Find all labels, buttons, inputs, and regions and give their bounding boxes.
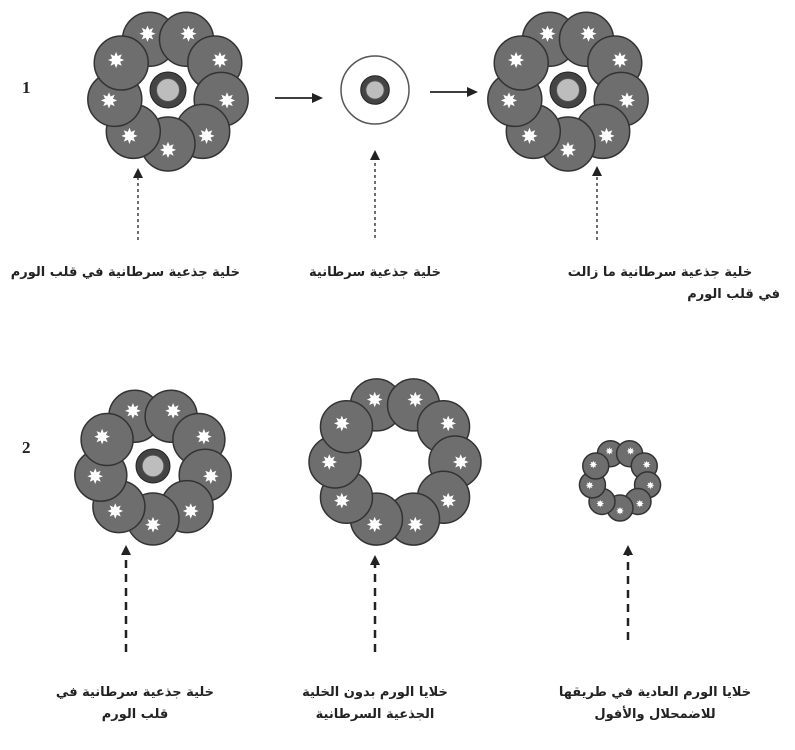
tumor-cell-nucleus bbox=[203, 468, 219, 484]
tumor-cell-nucleus bbox=[521, 127, 538, 144]
arrow-up-dashed-head bbox=[623, 545, 633, 555]
tumor-cell-nucleus bbox=[508, 51, 525, 69]
caption-row2-stem-cell-in-tumor-core: خلية جذعية سرطانية في قلب الورم bbox=[45, 682, 225, 726]
caption-line: خلية جذعية سرطانية bbox=[309, 265, 441, 280]
tumor-cell-nucleus bbox=[580, 25, 597, 42]
caption-row1-stem-cell-still-in-core: خلية جذعية سرطانية ما زالت في قلب الورم bbox=[540, 262, 780, 306]
tumor-cell-nucleus bbox=[218, 92, 236, 109]
caption-line: في قلب الورم bbox=[687, 287, 780, 302]
tumor-cell bbox=[493, 35, 549, 91]
stem-cell-core bbox=[141, 454, 165, 478]
tumor-cell-nucleus bbox=[334, 415, 350, 432]
arrow-up-dashed-head bbox=[370, 555, 380, 565]
caption-row2-tumor-without-stem-cell: خلايا الورم بدون الخلية الجذعية السرطاني… bbox=[285, 682, 465, 726]
row-number-2: 2 bbox=[22, 438, 31, 457]
tumor-cell-nucleus bbox=[539, 25, 556, 42]
tumor-cell-nucleus bbox=[100, 92, 118, 109]
tumor-cell-nucleus bbox=[616, 507, 624, 515]
tumor-cell-nucleus bbox=[559, 141, 577, 158]
tumor-cell-nucleus bbox=[196, 428, 212, 445]
tumor-cell-nucleus bbox=[366, 391, 383, 408]
tumor-cell-nucleus bbox=[642, 460, 651, 469]
tumor-cell-nucleus bbox=[182, 503, 199, 519]
tumor-cell bbox=[319, 399, 374, 454]
tumor-cell-nucleus bbox=[646, 481, 655, 490]
stem-cell-core bbox=[365, 80, 385, 100]
arrow-up-dashed-head bbox=[121, 545, 131, 555]
tumor-cell-nucleus bbox=[440, 415, 456, 432]
caption-line: للاضمحلال والأفول bbox=[594, 707, 716, 722]
tumor-cell-nucleus bbox=[440, 492, 456, 509]
tumor-cell-nucleus bbox=[94, 428, 110, 445]
tumor-cell-nucleus bbox=[598, 127, 615, 144]
caption-line: خلية جذعية سرطانية في bbox=[55, 685, 215, 700]
arrow-up-dotted-head bbox=[592, 166, 602, 176]
tumor-cell-nucleus bbox=[452, 454, 469, 470]
arrow-right-head bbox=[467, 87, 478, 97]
tumor-cell bbox=[582, 452, 610, 480]
arrow-up-dotted-head bbox=[133, 168, 143, 178]
tumor-cell-nucleus bbox=[145, 516, 161, 533]
caption-line: الجذعية السرطانية bbox=[315, 707, 435, 722]
tumor-cell-nucleus bbox=[611, 51, 628, 69]
tumor-cell bbox=[80, 412, 134, 467]
caption-line: خلية جذعية سرطانية في قلب الورم bbox=[10, 265, 240, 280]
tumor-cell-nucleus bbox=[121, 127, 138, 144]
tumor-cell-nucleus bbox=[159, 141, 177, 158]
tumor-cell-nucleus bbox=[605, 447, 614, 455]
tumor-cell-nucleus bbox=[366, 516, 383, 533]
arrow-up-dotted-head bbox=[370, 150, 380, 160]
caption-line: خلايا الورم العادية في طريقها bbox=[558, 685, 752, 700]
tumor-cell-nucleus bbox=[585, 481, 594, 490]
tumor-cell-nucleus bbox=[139, 25, 156, 42]
caption-line: قلب الورم bbox=[101, 707, 169, 722]
tumor-cell-nucleus bbox=[618, 92, 636, 109]
stem-cell-core bbox=[155, 77, 181, 103]
caption-row2-normal-tumor-cells-fading: خلايا الورم العادية في طريقها للاضمحلال … bbox=[535, 682, 775, 726]
stem-cell-core bbox=[555, 77, 581, 103]
caption-line: خلية جذعية سرطانية ما زالت bbox=[567, 265, 753, 280]
tumor-cell-nucleus bbox=[589, 460, 598, 469]
tumor-cell-nucleus bbox=[108, 51, 125, 69]
tumor-cell-nucleus bbox=[407, 516, 424, 533]
caption-row1-cancer-stem-cell: خلية جذعية سرطانية bbox=[300, 262, 450, 284]
tumor-cell-nucleus bbox=[87, 468, 103, 484]
tumor-cell-nucleus bbox=[596, 499, 605, 508]
tumor-cell-nucleus bbox=[165, 403, 181, 419]
tumor-cell-nucleus bbox=[198, 127, 215, 144]
tumor-cell-nucleus bbox=[107, 503, 124, 519]
tumor-cell bbox=[93, 35, 149, 91]
tumor-cell-nucleus bbox=[407, 391, 424, 408]
tumor-cell-nucleus bbox=[334, 492, 350, 509]
tumor-cell-nucleus bbox=[211, 51, 228, 69]
tumor-cell-nucleus bbox=[125, 403, 141, 419]
tumor-cell-nucleus bbox=[180, 25, 197, 42]
tumor-cell-nucleus bbox=[635, 499, 644, 508]
row-number-1: 1 bbox=[22, 78, 31, 97]
caption-row1-stem-cell-in-tumor-core: خلية جذعية سرطانية في قلب الورم bbox=[10, 262, 240, 284]
tumor-cell-nucleus bbox=[626, 447, 635, 455]
caption-line: خلايا الورم بدون الخلية bbox=[302, 685, 448, 700]
tumor-cell-nucleus bbox=[321, 454, 338, 470]
arrow-right-head bbox=[312, 93, 323, 103]
tumor-cell-nucleus bbox=[500, 92, 518, 109]
